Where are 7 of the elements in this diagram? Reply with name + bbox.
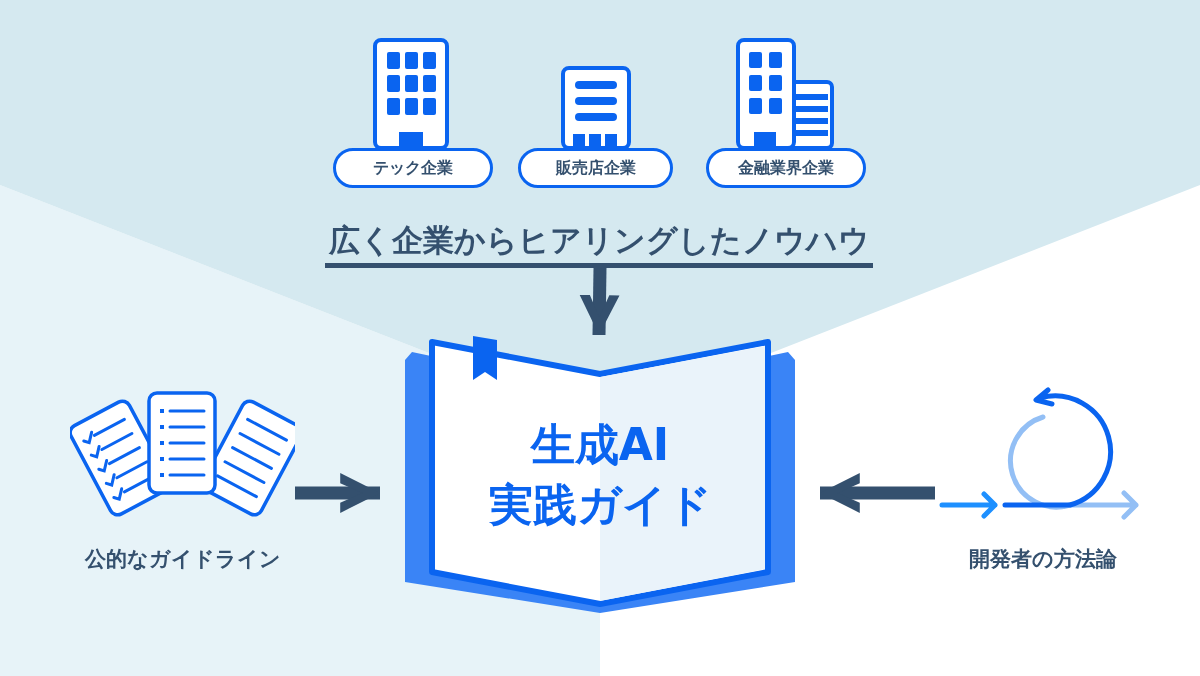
book-title: 生成AI 実践ガイド: [487, 418, 713, 532]
company-pill: 販売店企業: [518, 148, 673, 188]
caption-text: 公的なガイドライン: [83, 546, 282, 573]
caption-text: 開発者の方法論: [967, 546, 1118, 573]
company-pill: テック企業: [333, 148, 493, 188]
company-pill: 金融業界企業: [706, 148, 866, 188]
underlined-heading: 広く企業からヒアリングしたノウハウ: [325, 218, 873, 268]
